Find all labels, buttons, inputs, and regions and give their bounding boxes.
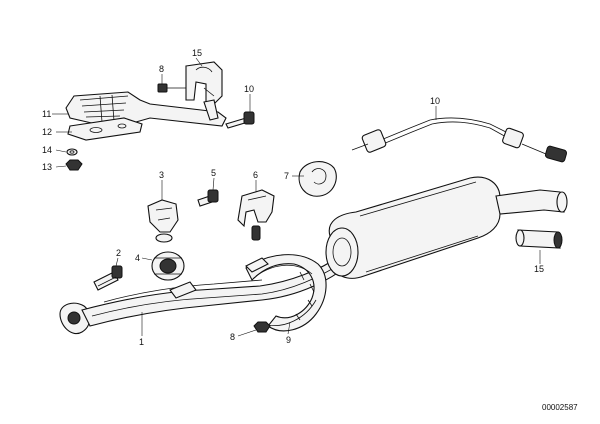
bolt-8-top [157,83,186,93]
bolt-2 [93,265,123,291]
callout-1: 1 [139,337,144,347]
callout-10-top: 10 [244,84,254,94]
plate-12 [67,117,143,141]
callout-13: 13 [42,162,52,172]
hanger-6 [237,189,275,228]
callout-8-top: 8 [159,64,164,74]
callout-3: 3 [159,170,164,180]
clamp-3 [147,199,179,233]
rubber-ring-4 [151,251,185,281]
nut-8-bottom [253,321,271,333]
front-pipe-assembly [59,254,351,334]
callout-9: 9 [286,335,291,345]
callout-12: 12 [42,127,52,137]
sensor-connector-right [502,127,524,149]
clamp-15-top [185,61,223,105]
sensor-connector-left [361,129,387,153]
washer-14 [66,148,78,156]
bolt-10-top [225,111,255,129]
nut-13 [65,159,83,171]
leader-lines [52,57,541,337]
sensor-tip [544,145,568,163]
callout-10-right: 10 [430,96,440,106]
callout-15-right: 15 [534,264,544,274]
callout-5: 5 [211,168,216,178]
rubber-mount-7 [298,161,337,197]
tail-pipe [495,189,567,215]
callout-2: 2 [116,248,121,258]
callout-4: 4 [135,253,140,263]
callout-14: 14 [42,145,52,155]
rear-muffler [325,176,568,279]
sensor-cable [351,117,568,163]
middle-hardware [93,161,337,291]
diagram-reference-number: 00002587 [542,403,578,412]
callout-8-bottom: 8 [230,332,235,342]
callout-15-top: 15 [192,48,202,58]
callouts: 15 8 10 11 12 14 13 3 5 6 7 2 4 1 8 9 10… [42,48,544,347]
callout-7: 7 [284,171,289,181]
callout-11: 11 [42,109,51,119]
bolt-5 [197,189,219,207]
upper-bracket-assembly [65,61,255,171]
callout-6: 6 [253,170,258,180]
bracket-11 [65,91,227,127]
